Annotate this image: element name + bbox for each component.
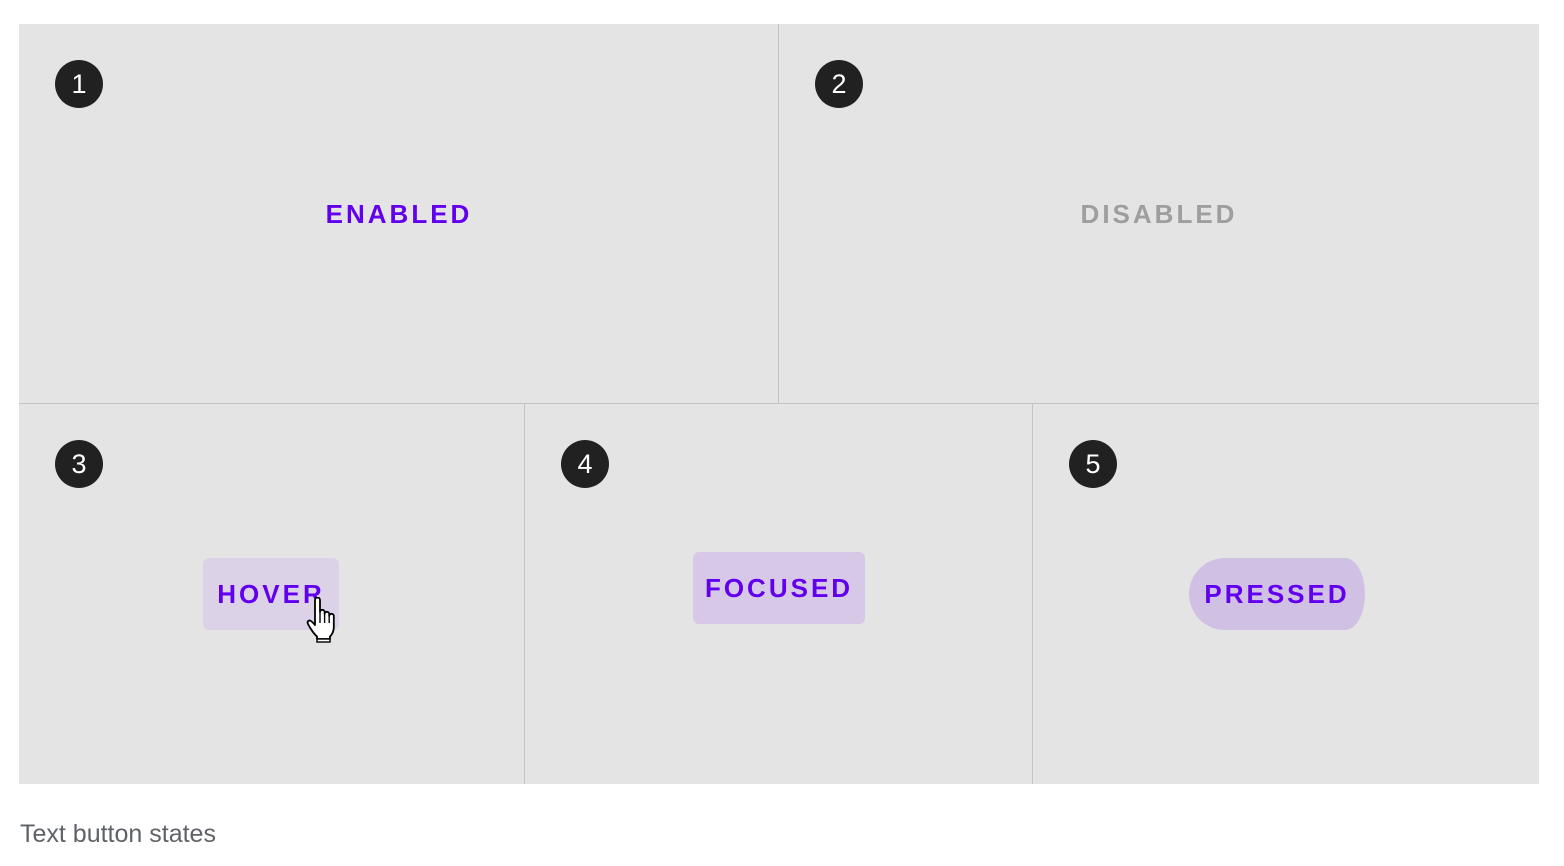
enabled-text-button[interactable]: ENABLED — [309, 194, 489, 234]
state-number-badge: 2 — [815, 60, 863, 108]
figure-caption: Text button states — [20, 820, 216, 848]
disabled-text-button: DISABLED — [1067, 194, 1251, 234]
hover-text-button[interactable]: HOVER — [203, 558, 339, 630]
state-number-badge: 4 — [561, 440, 609, 488]
state-number-badge: 5 — [1069, 440, 1117, 488]
state-panel-pressed: 5 PRESSED — [1033, 404, 1539, 784]
state-panel-enabled: 1 ENABLED — [19, 24, 779, 404]
state-panel-hover: 3 HOVER — [19, 404, 525, 784]
state-number-badge: 1 — [55, 60, 103, 108]
focused-text-button[interactable]: FOCUSED — [693, 552, 865, 624]
state-number-badge: 3 — [55, 440, 103, 488]
pressed-text-button[interactable]: PRESSED — [1189, 558, 1365, 630]
hand-pointer-cursor-icon — [306, 597, 335, 643]
states-grid: 1 ENABLED 2 DISABLED 3 HOVER 4 FOCUSED 5… — [19, 24, 1539, 784]
state-panel-focused: 4 FOCUSED — [525, 404, 1033, 784]
state-panel-disabled: 2 DISABLED — [779, 24, 1539, 404]
